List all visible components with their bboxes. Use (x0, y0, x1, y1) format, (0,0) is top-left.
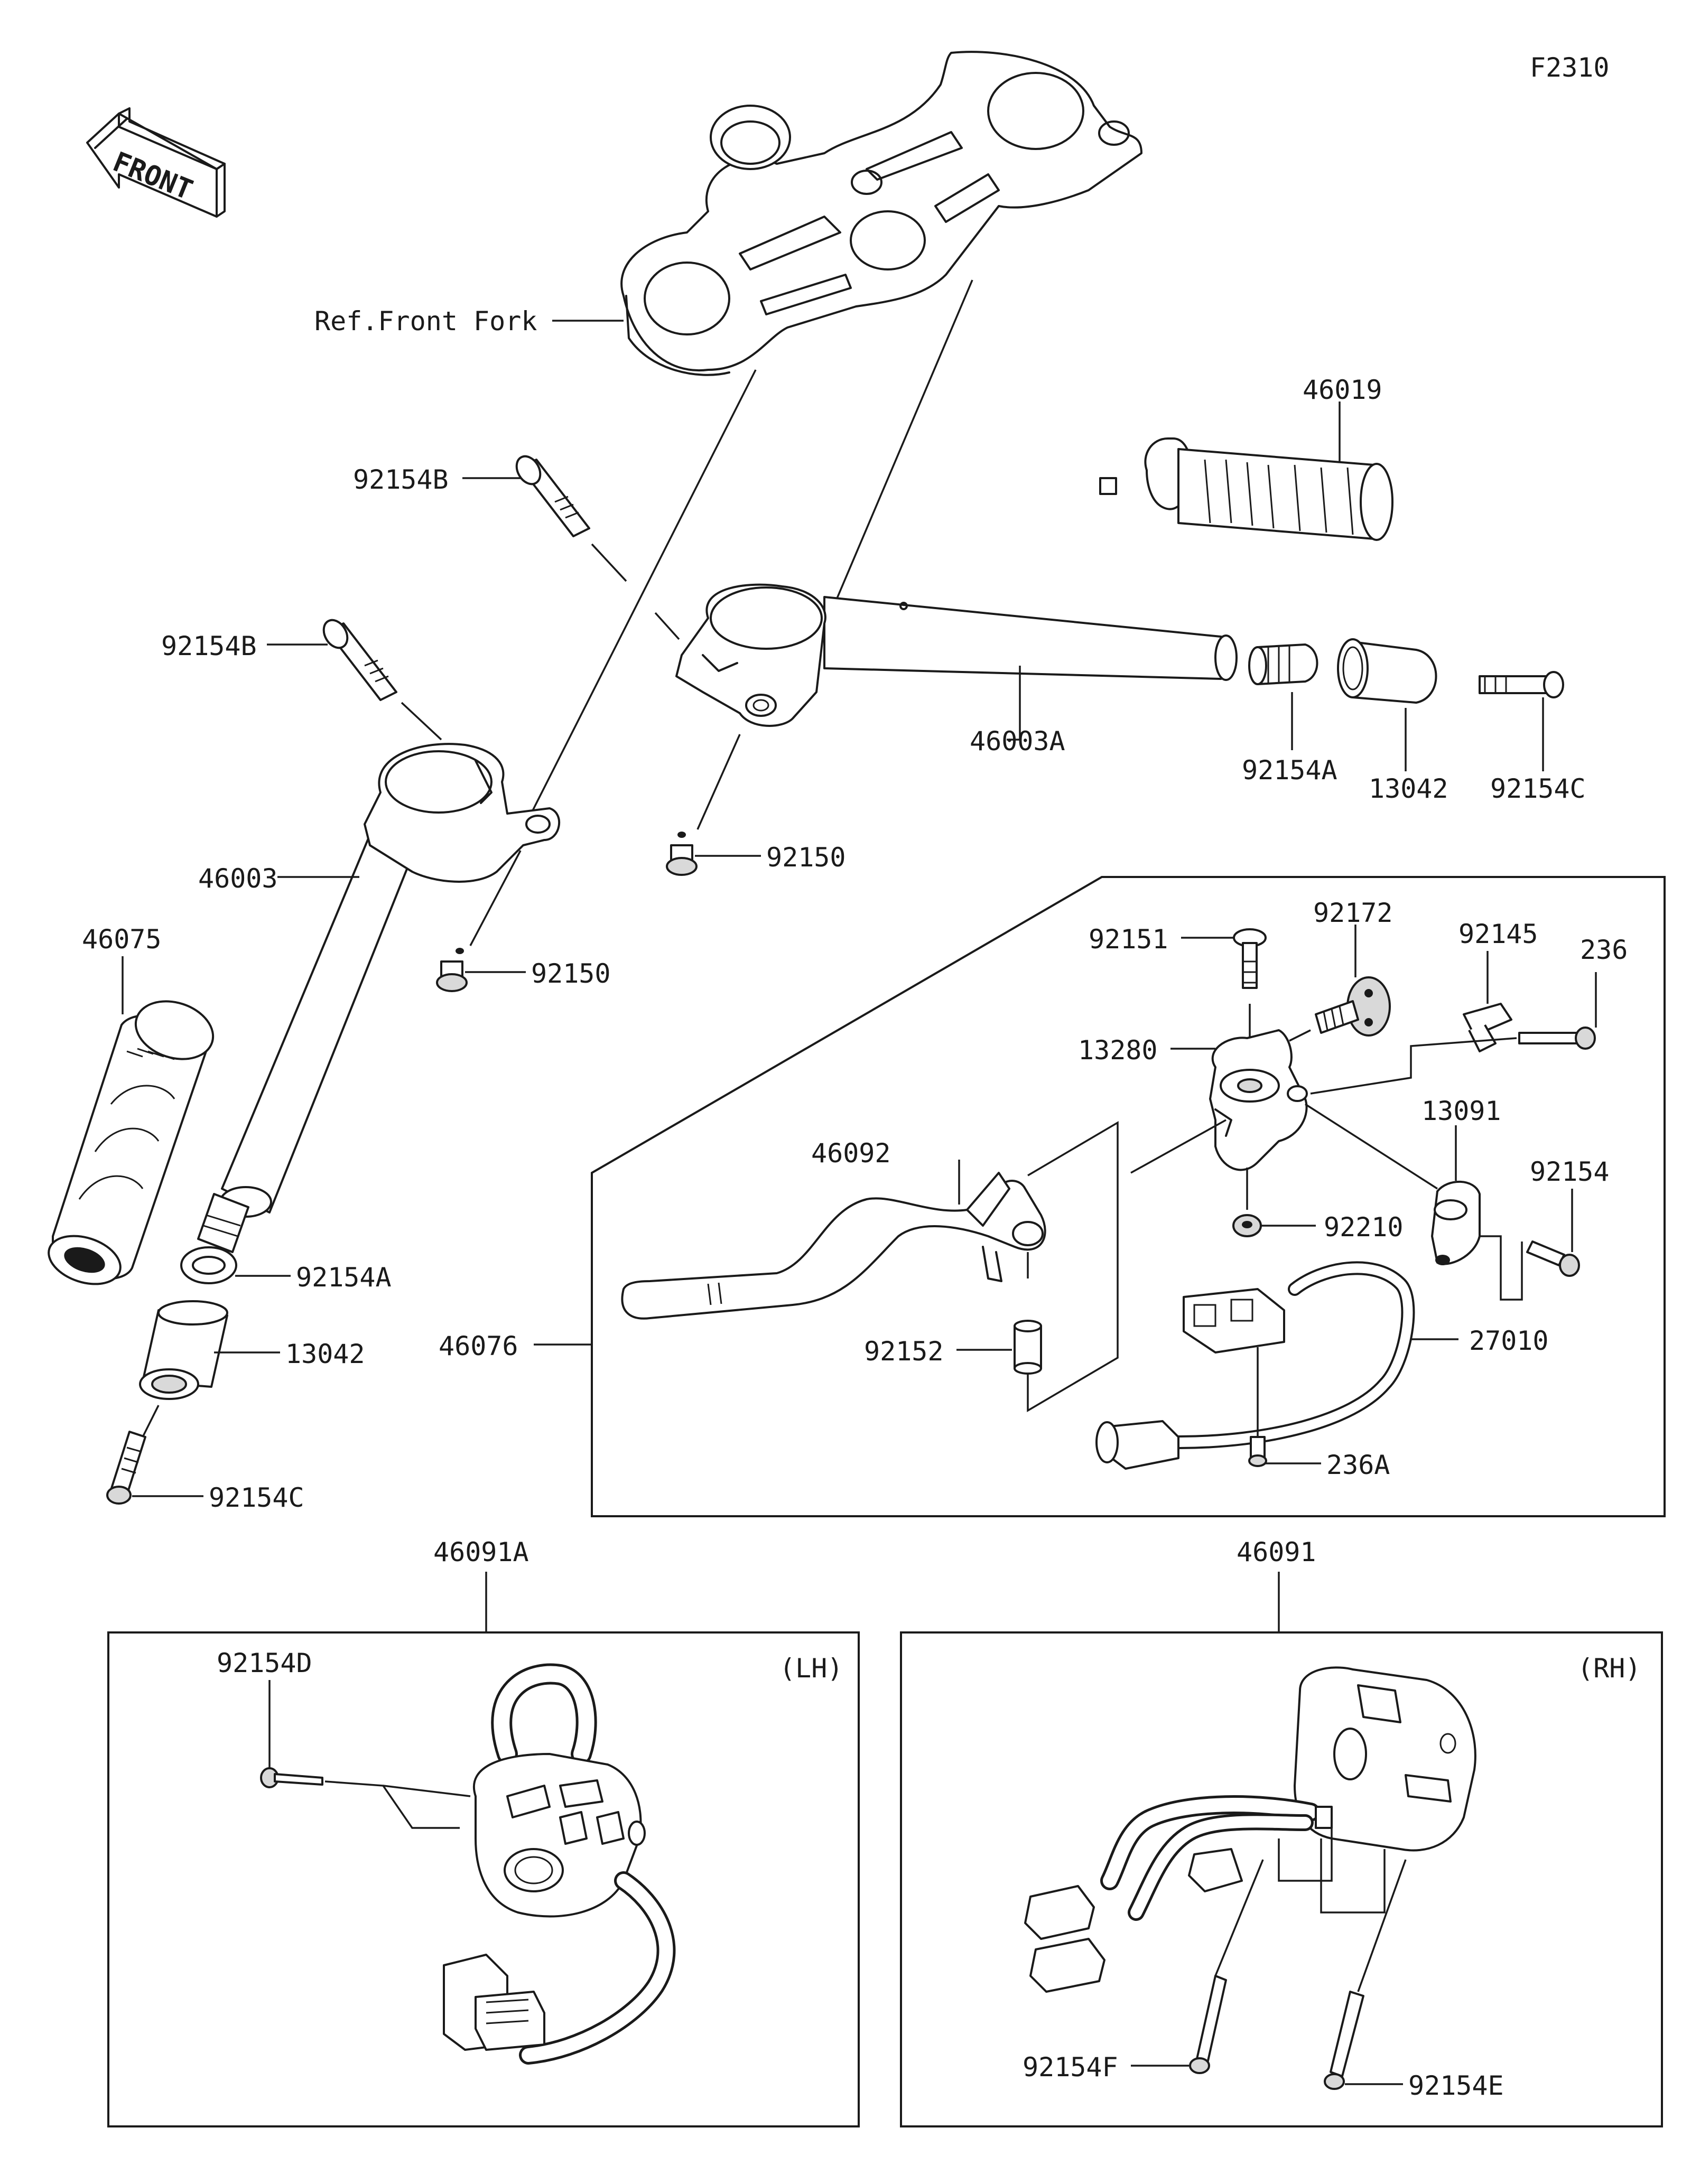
label-92154B-upper: 92154B (353, 464, 449, 495)
label-92154B-lower: 92154B (161, 631, 257, 661)
lever-46092 (621, 1172, 1046, 1320)
weight-13042-right (1337, 638, 1437, 704)
switch-27010 (1095, 1261, 1415, 1470)
label-92154: 92154 (1530, 1156, 1610, 1187)
rh-switch-housing (1024, 1666, 1476, 1993)
grip-right (1099, 437, 1393, 541)
label-46092: 46092 (811, 1138, 891, 1169)
label-46091: 46091 (1237, 1537, 1316, 1567)
label-92172: 92172 (1313, 898, 1393, 928)
rh-switch-box (900, 1631, 1663, 2127)
lh-switch-box (107, 1631, 860, 2127)
bolt-92154B-lower (322, 619, 397, 701)
lever-assembly-box (591, 876, 1666, 1517)
label-46091A: 46091A (433, 1537, 529, 1567)
label-92150-upper: 92150 (766, 842, 846, 873)
label-92154F: 92154F (1023, 2052, 1118, 2083)
clamp-13091 (1431, 1180, 1481, 1265)
label-27010: 27010 (1469, 1326, 1549, 1356)
rh-side-label: (RH) (1577, 1653, 1641, 1684)
label-13091: 13091 (1421, 1096, 1501, 1126)
label-92154D: 92154D (217, 1648, 312, 1678)
label-92151: 92151 (1089, 924, 1168, 955)
bar-end-92154A-right (1248, 643, 1318, 685)
nut-92210 (1232, 1214, 1262, 1237)
bolt-92151 (1233, 928, 1267, 989)
screw-92154D (260, 1767, 323, 1788)
label-92145: 92145 (1458, 919, 1538, 949)
label-92152: 92152 (864, 1336, 944, 1367)
body-13280 (1209, 1029, 1308, 1171)
bolt-92154C-left (106, 1431, 146, 1505)
handlebar-46003A (675, 583, 1238, 727)
label-46076: 46076 (439, 1331, 518, 1361)
bolt-92154C-right (1479, 671, 1564, 698)
label-46075: 46075 (82, 924, 162, 955)
label-46003: 46003 (198, 863, 278, 894)
label-92210: 92210 (1324, 1212, 1404, 1243)
grip-left (48, 1000, 215, 1285)
label-13042-right: 13042 (1369, 773, 1448, 804)
handlebar-46003 (219, 743, 560, 1218)
label-92154E: 92154E (1408, 2070, 1504, 2101)
screw-92154F (1189, 1975, 1227, 2074)
bolt-92154B-upper (515, 455, 590, 537)
lh-switch-housing (443, 1663, 676, 2065)
lh-side-label: (LH) (779, 1653, 843, 1684)
label-92154A-left: 92154A (296, 1262, 392, 1293)
bolt-92154 (1526, 1240, 1580, 1277)
label-13280: 13280 (1078, 1035, 1158, 1066)
screw-236 (1518, 1026, 1596, 1050)
screw-236A (1248, 1436, 1267, 1467)
adjuster-92172 (1315, 976, 1391, 1037)
label-236: 236 (1580, 935, 1628, 965)
label-92154C-right: 92154C (1490, 773, 1586, 804)
screw-92150-lower (436, 948, 468, 992)
collar-92152 (1014, 1320, 1042, 1375)
label-92154A-right: 92154A (1242, 755, 1337, 786)
ref-front-fork-label: Ref.Front Fork (314, 306, 537, 337)
triple-clamp (620, 51, 1142, 376)
label-46003A: 46003A (970, 726, 1065, 757)
diagram-code: F2310 (1530, 52, 1610, 83)
bar-end-92154A-left (180, 1193, 249, 1284)
label-13042-left: 13042 (285, 1339, 365, 1369)
label-92150-lower: 92150 (531, 958, 611, 989)
label-92154C-left: 92154C (209, 1482, 304, 1513)
front-arrow-icon: FRONT (86, 107, 226, 218)
spring-92145 (1463, 1003, 1512, 1052)
screw-92154E (1324, 1991, 1364, 2090)
label-236A: 236A (1326, 1450, 1390, 1480)
label-46019: 46019 (1303, 375, 1382, 405)
weight-13042-left (139, 1300, 228, 1400)
screw-92150-upper (666, 832, 698, 876)
